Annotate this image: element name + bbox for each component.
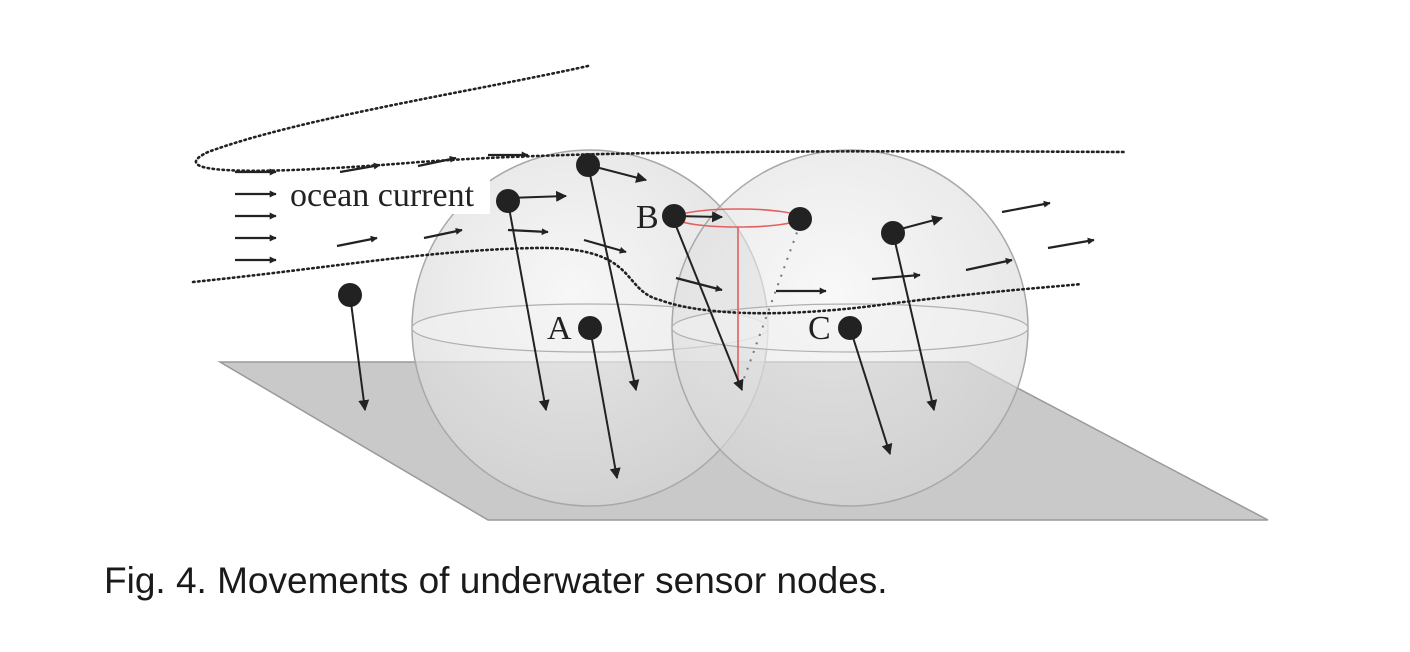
- sensor-node-a: [578, 316, 602, 340]
- ocean-current-boundary: [191, 64, 1127, 315]
- node-a-label: A: [547, 310, 572, 347]
- sensor-node: [338, 283, 362, 307]
- current-flow-arrows: [235, 151, 1095, 295]
- node-c-label: C: [808, 310, 831, 347]
- sensor-node: [496, 189, 520, 213]
- sensor-nodes: [338, 153, 905, 340]
- sensor-node: [881, 221, 905, 245]
- node-drift-arrows: [349, 164, 944, 480]
- sensor-node: [576, 153, 600, 177]
- node-b-drift-path: [741, 223, 801, 385]
- ocean-current-label-bg: [286, 174, 490, 214]
- sensor-node-c: [838, 316, 862, 340]
- node-b-label: B: [636, 199, 659, 236]
- ocean-current-label: ocean current: [290, 177, 475, 214]
- figure-caption: Fig. 4. Movements of underwater sensor n…: [104, 560, 888, 601]
- sensor-node-b: [662, 204, 686, 228]
- sensor-node: [788, 207, 812, 231]
